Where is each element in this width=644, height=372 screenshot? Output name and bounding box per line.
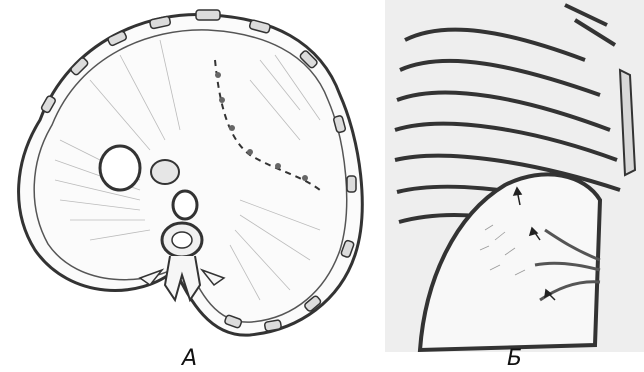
panel-a-caption: А xyxy=(182,348,197,370)
diaphragm-illustration xyxy=(0,0,385,372)
aortic-opening xyxy=(173,191,197,219)
thorax-illustration xyxy=(385,0,644,372)
vena-cava-opening xyxy=(100,146,140,190)
panel-b-caption: Б xyxy=(507,348,522,370)
esophageal-opening xyxy=(151,160,179,184)
panel-b-thorax-side-view xyxy=(385,0,644,372)
panel-a-diaphragm-top-view xyxy=(0,0,385,372)
